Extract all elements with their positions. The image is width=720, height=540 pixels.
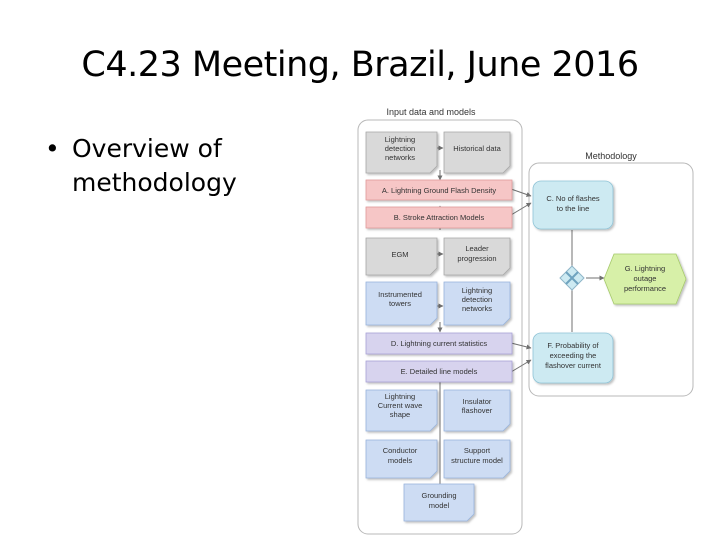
svg-text:EGM: EGM bbox=[391, 250, 408, 259]
methodology-panel bbox=[528, 162, 694, 397]
svg-text:A. Lightning Ground Flash Dens: A. Lightning Ground Flash Density bbox=[382, 186, 496, 195]
svg-text:D. Lightning current statistic: D. Lightning current statistics bbox=[391, 339, 488, 348]
svg-text:B. Stroke Attraction Models: B. Stroke Attraction Models bbox=[394, 213, 485, 222]
bullet-list: • Overview of methodology bbox=[42, 132, 342, 200]
box-current-statistics: D. Lightning current statistics bbox=[365, 332, 513, 355]
input-panel bbox=[357, 119, 523, 535]
input-panel-title: Input data and models bbox=[386, 107, 476, 117]
merge-node bbox=[559, 265, 585, 291]
slide-title: C4.23 Meeting, Brazil, June 2016 bbox=[81, 45, 639, 85]
box-ground-flash-density: A. Lightning Ground Flash Density bbox=[365, 179, 513, 201]
bullet-dot: • bbox=[45, 134, 60, 163]
box-detailed-line-models: E. Detailed line models bbox=[365, 360, 513, 383]
svg-text:Historical data: Historical data bbox=[453, 144, 501, 153]
bullet-text: Overview of methodology bbox=[72, 134, 237, 197]
svg-text:E. Detailed line models: E. Detailed line models bbox=[401, 367, 478, 376]
box-stroke-attraction-models: B. Stroke Attraction Models bbox=[365, 206, 513, 229]
methodology-panel-title: Methodology bbox=[585, 151, 637, 161]
box-historical-data: Historical data bbox=[443, 131, 511, 174]
box-egm: EGM bbox=[365, 237, 438, 276]
bullet-item: • Overview of methodology bbox=[42, 132, 342, 200]
